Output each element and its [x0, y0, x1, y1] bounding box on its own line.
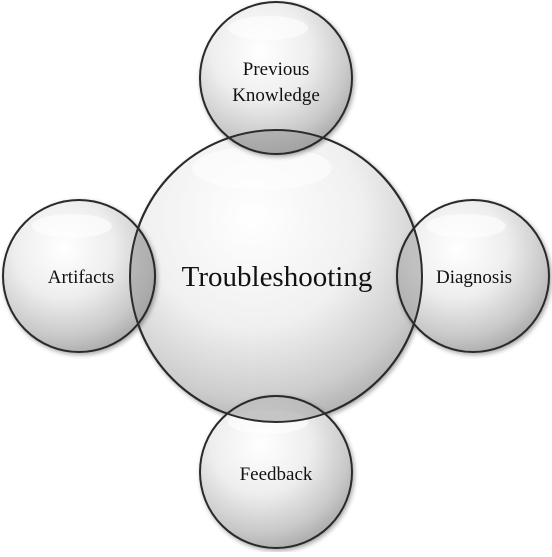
satellite-top-label-line1: Previous: [243, 59, 310, 80]
satellite-right-glare: [426, 214, 506, 238]
overlap-regions: [130, 130, 422, 422]
overlap-bottom: [199, 395, 353, 422]
center-outline: [129, 129, 423, 423]
overlap-right: [396, 199, 422, 353]
satellite-top-glare: [228, 16, 308, 40]
satellite-right: [396, 199, 550, 353]
center-bubble: [129, 129, 423, 423]
overlap-top: [199, 130, 353, 155]
satellite-left-label: Artifacts: [48, 267, 114, 288]
satellite-right-label: Diagnosis: [436, 267, 512, 288]
satellite-bottom-label: Feedback: [240, 464, 313, 485]
overlap-left: [130, 199, 156, 353]
satellite-left: [2, 199, 156, 353]
satellite-top-label-line2: Knowledge: [232, 85, 320, 106]
center-glare: [192, 146, 332, 190]
satellite-top: [199, 1, 353, 155]
satellite-left-glare: [32, 214, 112, 238]
center-label: Troubleshooting: [182, 261, 373, 293]
